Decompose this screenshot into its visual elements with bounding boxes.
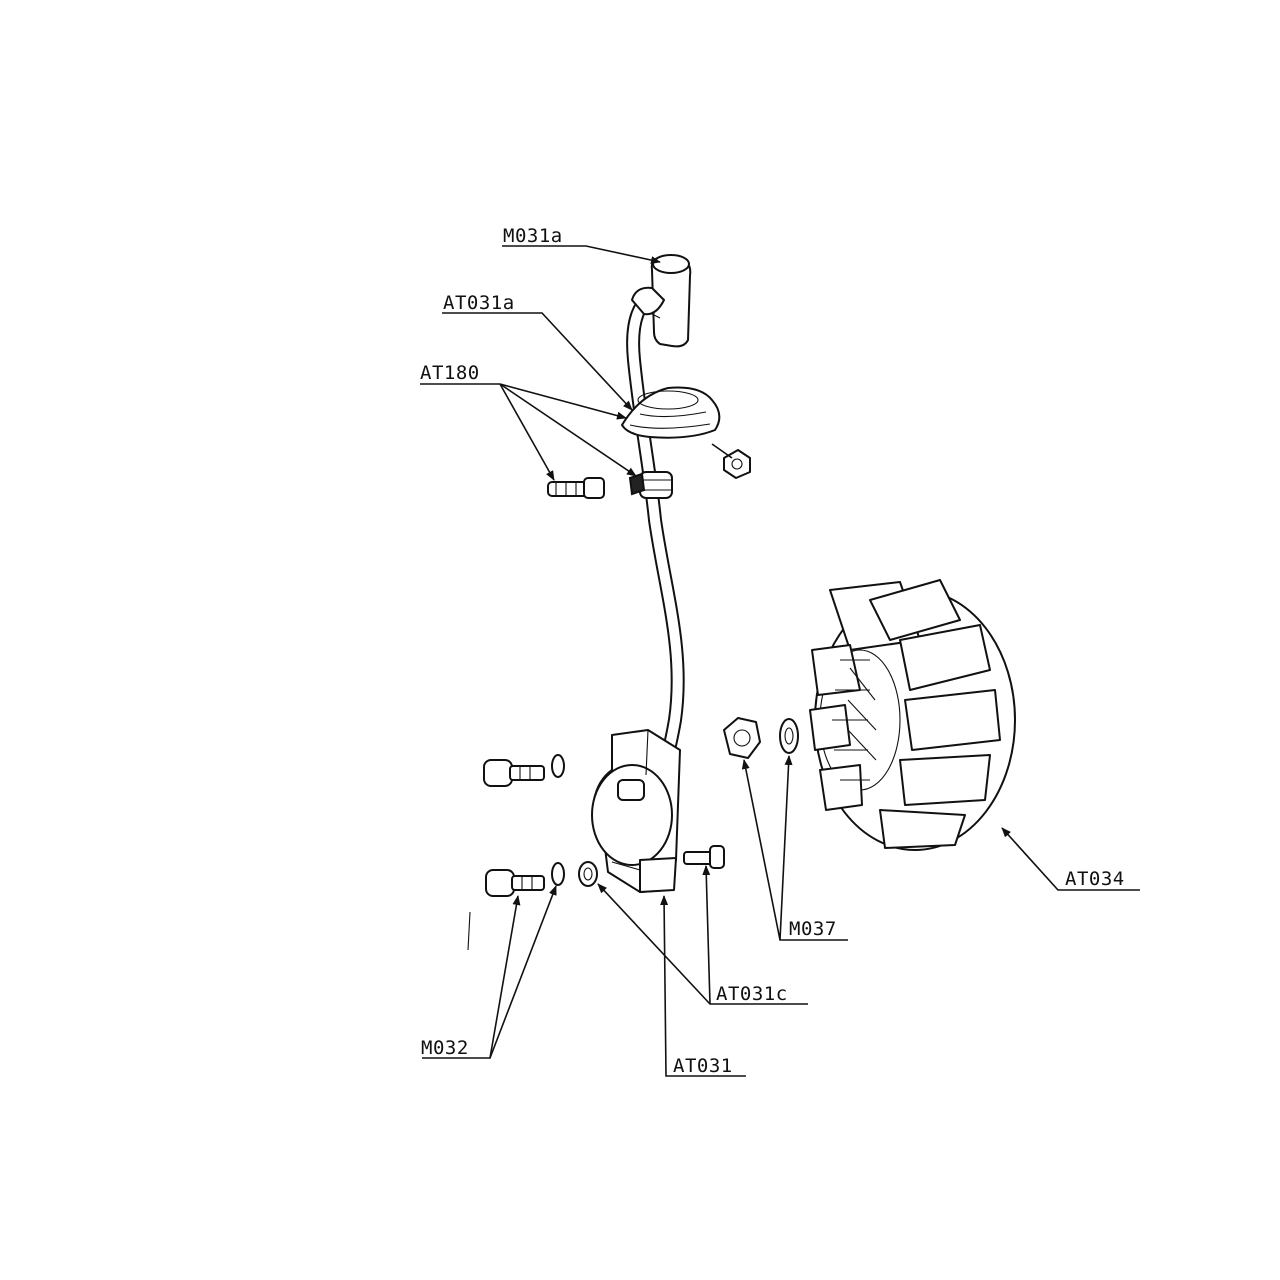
coil-washer-lower bbox=[551, 862, 565, 886]
label-at031a: AT031a bbox=[443, 292, 515, 314]
flywheel bbox=[809, 579, 1016, 851]
coil-bolt-lower bbox=[485, 869, 545, 897]
label-at031: AT031 bbox=[673, 1055, 733, 1077]
label-at034: AT034 bbox=[1065, 868, 1125, 890]
label-m031a: M031a bbox=[503, 225, 563, 247]
ignition-cable bbox=[626, 288, 685, 807]
coil-washer-upper bbox=[551, 754, 565, 778]
label-m037: M037 bbox=[789, 918, 837, 940]
clip-screw bbox=[547, 477, 605, 499]
label-at031c: AT031c bbox=[716, 983, 788, 1005]
cable-grommet bbox=[621, 386, 721, 439]
spark-plug-boot bbox=[631, 254, 692, 348]
ignition-coil bbox=[591, 729, 681, 893]
coil-spacer bbox=[578, 861, 598, 887]
leader-lines bbox=[420, 245, 1140, 1077]
flywheel-washer bbox=[779, 718, 799, 754]
flywheel-nut bbox=[723, 717, 761, 759]
coil-pin bbox=[683, 845, 725, 869]
label-m032: M032 bbox=[421, 1037, 469, 1059]
coil-bolt-upper bbox=[483, 759, 545, 787]
cable-clip bbox=[628, 471, 673, 499]
label-at180: AT180 bbox=[420, 362, 480, 384]
stray-mark bbox=[467, 911, 471, 951]
